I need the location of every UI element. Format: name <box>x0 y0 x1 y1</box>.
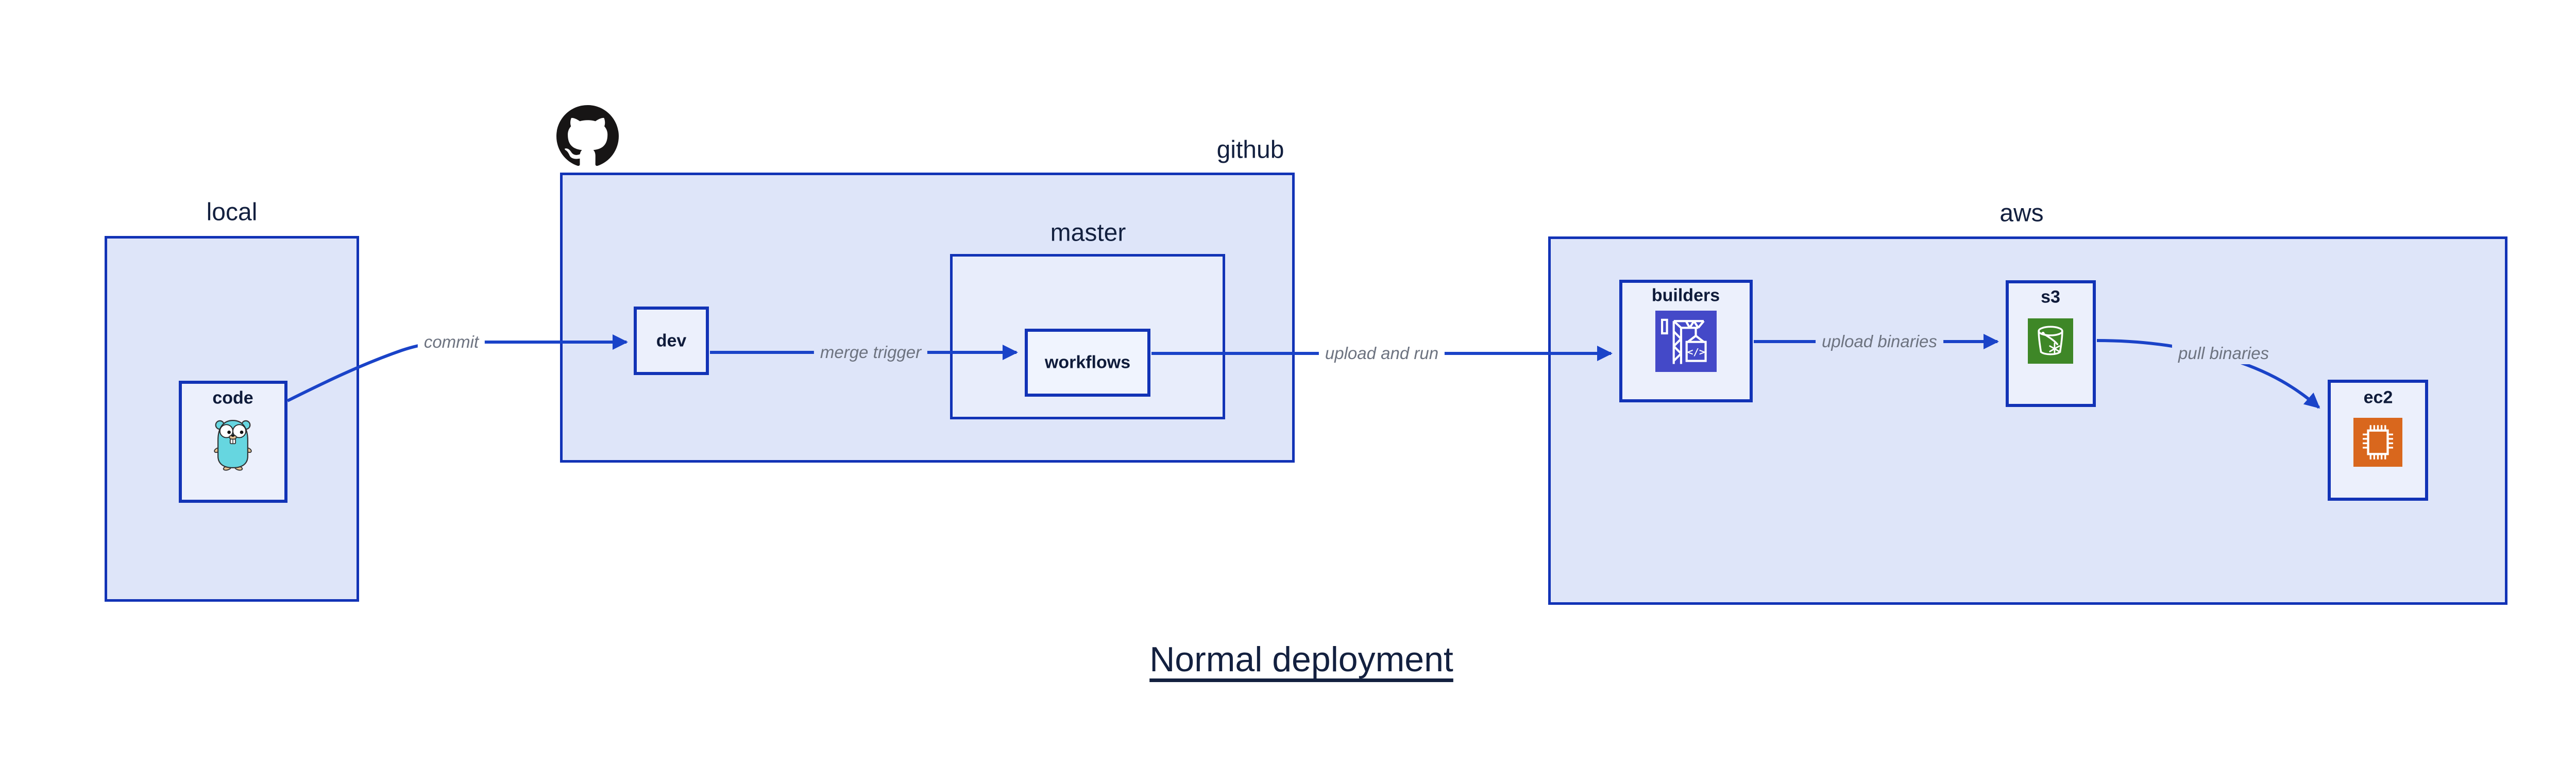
group-aws-label: aws <box>1999 199 2044 227</box>
node-ec2-label: ec2 <box>2363 387 2393 408</box>
node-dev <box>634 307 709 375</box>
node-builders-label: builders <box>1651 285 1720 305</box>
node-s3-label: s3 <box>2041 287 2060 307</box>
github-octocat-icon <box>556 105 619 166</box>
diagram-title: Normal deployment <box>1149 640 1453 679</box>
s3-bucket-snowflake-icon <box>2028 318 2073 364</box>
node-workflows <box>1025 329 1150 397</box>
edge-label-merge-trigger: merge trigger <box>814 342 928 363</box>
edge-label-upload-binaries: upload binaries <box>1816 331 1943 352</box>
node-code-label: code <box>212 388 253 408</box>
node-dev-label: dev <box>656 331 687 351</box>
edge-label-commit: commit <box>417 331 485 353</box>
group-local-label: local <box>206 198 258 226</box>
ec2-chip-icon <box>2353 418 2402 467</box>
node-workflows-label: workflows <box>1044 352 1131 372</box>
edge-label-pull-binaries: pull binaries <box>2172 343 2276 364</box>
svg-text:</>: </> <box>1687 346 1705 358</box>
codebuild-crane-icon: </> <box>1655 311 1717 372</box>
group-github-label: github <box>1216 136 1284 164</box>
edge-label-upload-and-run: upload and run <box>1318 343 1445 364</box>
go-gopher-icon <box>214 420 252 471</box>
group-master-label: master <box>1050 219 1126 247</box>
